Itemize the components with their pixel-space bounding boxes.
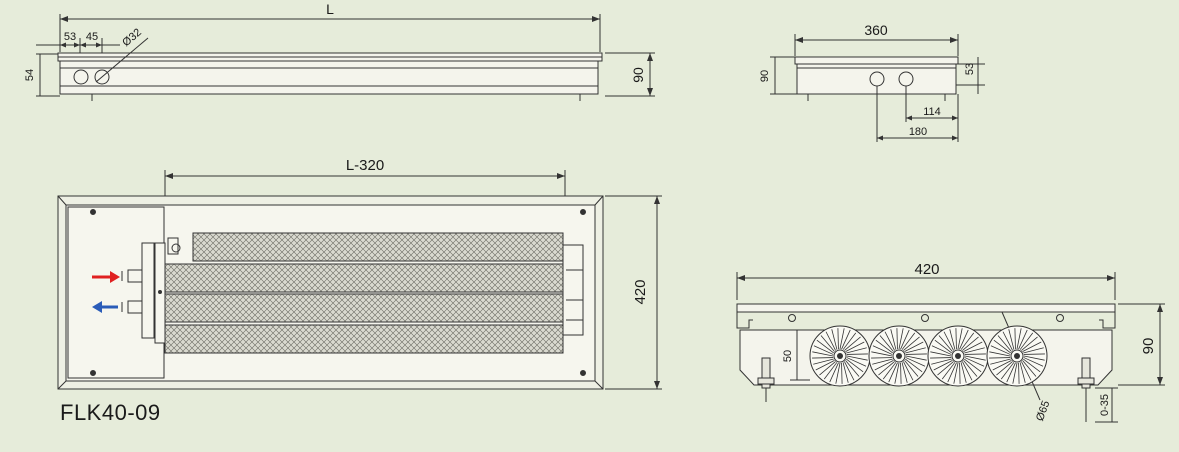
fan-wheel-icon <box>927 325 989 387</box>
pipe-circle <box>73 69 89 85</box>
section-height-50: 50 <box>782 350 794 362</box>
section-height-90: 90 <box>1140 338 1157 355</box>
top-view <box>57 170 662 390</box>
section-width-label: 420 <box>914 261 939 278</box>
side-dim-45: 45 <box>86 31 98 43</box>
end-dim-114: 114 <box>923 106 941 118</box>
top-width-label: 420 <box>632 279 649 304</box>
section-fan-dia: Ø65 <box>1034 399 1052 423</box>
top-length-label: L-320 <box>346 157 384 174</box>
end-view <box>770 34 985 142</box>
fan-wheel-icon <box>986 325 1048 387</box>
end-height-53: 53 <box>964 63 976 75</box>
arrow-left-icon <box>92 301 118 313</box>
fan-wheel-icon <box>809 325 871 387</box>
fan-wheel-icon <box>868 325 930 387</box>
end-width-label: 360 <box>864 22 888 38</box>
side-dim-53: 53 <box>64 31 76 43</box>
model-name: FLK40-09 <box>60 400 161 425</box>
side-length-label: L <box>326 1 334 17</box>
heat-exchanger-mesh <box>164 324 564 354</box>
end-height-90: 90 <box>759 70 771 82</box>
fan-group <box>809 325 1048 387</box>
side-view <box>36 14 655 101</box>
heat-exchanger-mesh <box>192 232 564 262</box>
side-height-90: 90 <box>630 67 646 83</box>
heat-exchanger-mesh <box>164 293 564 323</box>
arrow-right-icon <box>92 271 120 283</box>
section-feet-range: 0-35 <box>1099 394 1111 416</box>
side-height-54: 54 <box>24 69 36 81</box>
pipe-circle <box>94 69 110 85</box>
end-dim-180: 180 <box>909 126 927 138</box>
heat-exchanger-mesh <box>164 263 564 293</box>
side-pipe-dia: Ø32 <box>120 26 144 49</box>
